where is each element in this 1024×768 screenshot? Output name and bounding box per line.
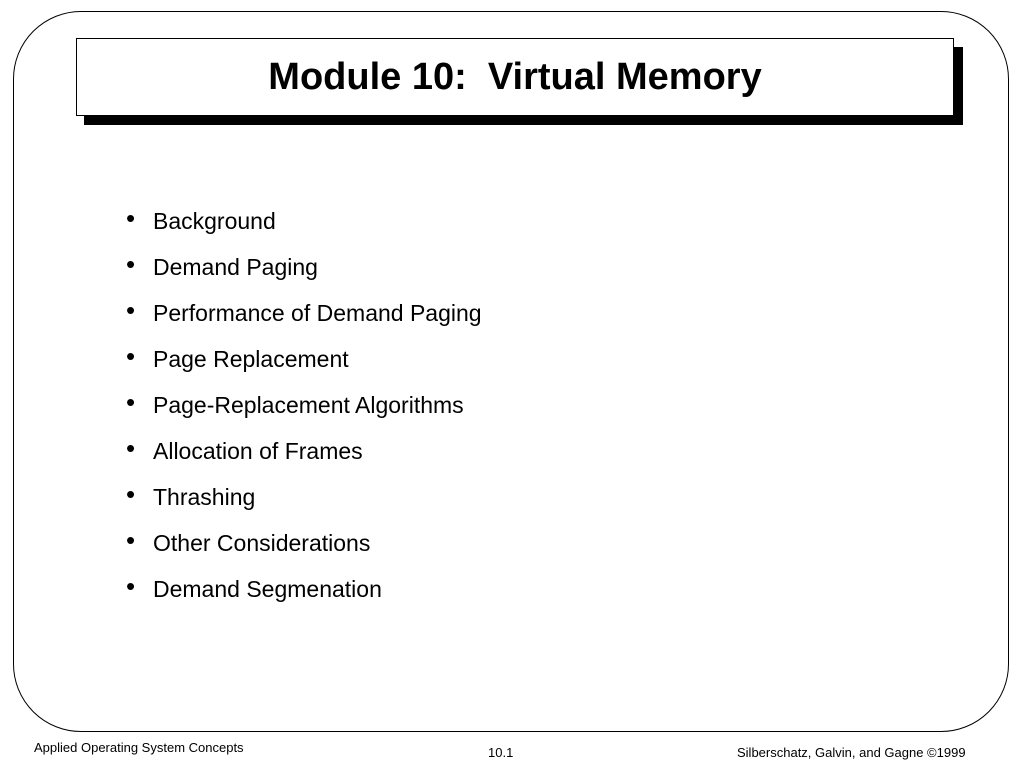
- list-item-label: Allocation of Frames: [153, 437, 363, 464]
- list-item-label: Other Considerations: [153, 529, 371, 556]
- bullet-icon: •: [126, 249, 136, 279]
- bullet-icon: •: [126, 203, 136, 233]
- bullet-icon: •: [126, 433, 136, 463]
- list-item: • Demand Segmenation: [126, 566, 482, 612]
- list-item: • Other Considerations: [126, 520, 482, 566]
- bullet-icon: •: [126, 341, 136, 371]
- bullet-icon: •: [126, 525, 136, 555]
- list-item-label: Performance of Demand Paging: [153, 299, 482, 326]
- bullet-icon: •: [126, 571, 136, 601]
- title-box: Module 10: Virtual Memory: [76, 38, 954, 116]
- list-item: • Background: [126, 198, 482, 244]
- footer-course-title: Applied Operating System Concepts: [34, 740, 244, 755]
- list-item-label: Thrashing: [153, 483, 256, 510]
- list-item-label: Background: [153, 207, 276, 234]
- list-item-label: Page-Replacement Algorithms: [153, 391, 464, 418]
- bullet-icon: •: [126, 387, 136, 417]
- list-item-label: Demand Paging: [153, 253, 318, 280]
- list-item-label: Page Replacement: [153, 345, 349, 372]
- bullet-icon: •: [126, 479, 136, 509]
- footer-copyright: Silberschatz, Galvin, and Gagne ©1999: [737, 745, 966, 760]
- list-item: • Performance of Demand Paging: [126, 290, 482, 336]
- slide-frame: [13, 11, 1009, 732]
- list-item: • Allocation of Frames: [126, 428, 482, 474]
- list-item: • Page-Replacement Algorithms: [126, 382, 482, 428]
- footer-page-number: 10.1: [488, 745, 514, 760]
- slide-title: Module 10: Virtual Memory: [268, 55, 762, 98]
- list-item-label: Demand Segmenation: [153, 575, 382, 602]
- topic-list: • Background • Demand Paging • Performan…: [126, 198, 482, 612]
- list-item: • Page Replacement: [126, 336, 482, 382]
- bullet-icon: •: [126, 295, 136, 325]
- list-item: • Demand Paging: [126, 244, 482, 290]
- list-item: • Thrashing: [126, 474, 482, 520]
